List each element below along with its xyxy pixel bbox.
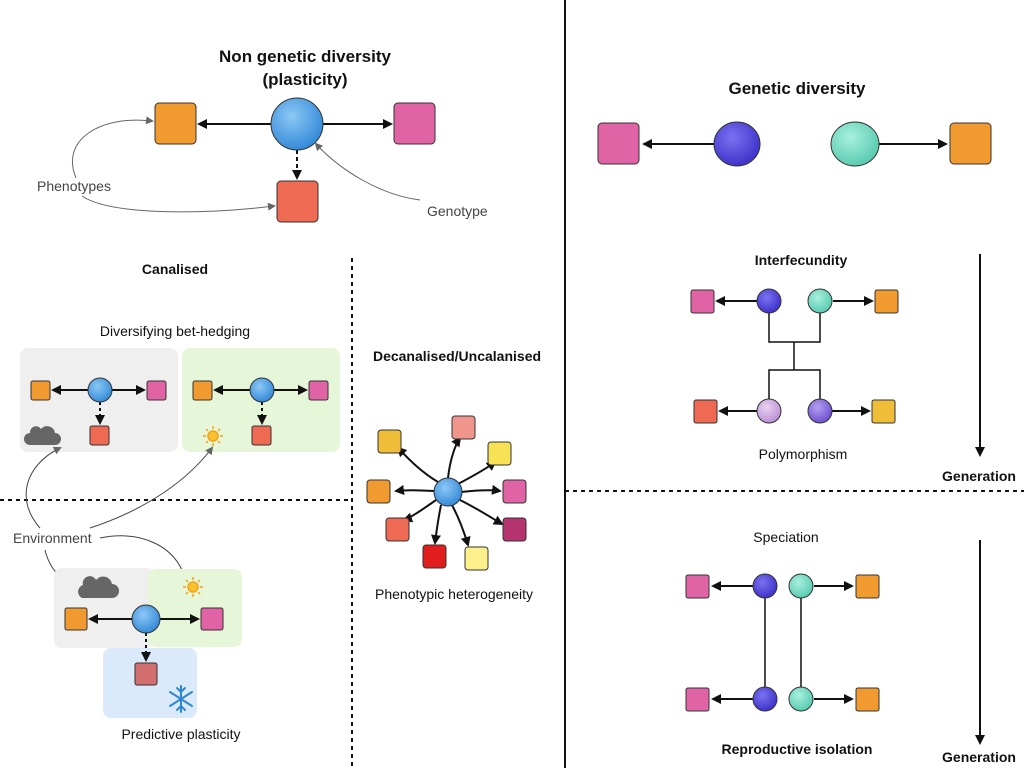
reproductive-isolation-label: Reproductive isolation	[722, 741, 873, 757]
phenotype-orange-square	[154, 102, 197, 145]
green-orange-square	[192, 380, 213, 401]
canalised-title: Canalised	[142, 261, 208, 277]
hetero-red-square	[422, 544, 447, 569]
green-genotype-circle	[249, 377, 275, 403]
polymorphism-label: Polymorphism	[759, 446, 848, 462]
speciation-indigo-circle-top	[752, 573, 778, 599]
grey-pink-square	[146, 380, 167, 401]
speciation-orange-square-top	[855, 574, 880, 599]
hetero-salmon-square	[385, 517, 410, 542]
hetero-pink-square	[502, 479, 527, 504]
interfecundity-teal-circle	[807, 288, 833, 314]
generation-label-2: Generation	[942, 749, 1016, 765]
green-pink-square	[308, 380, 329, 401]
interfecundity-title: Interfecundity	[755, 252, 848, 268]
speciation-indigo-circle-bottom	[752, 686, 778, 712]
interfecundity-indigo-circle	[756, 288, 782, 314]
sun-icon	[203, 426, 223, 446]
predictive-plasticity-label: Predictive plasticity	[121, 726, 240, 742]
green-salmon-square	[251, 425, 272, 446]
phenotypic-heterogeneity-label: Phenotypic heterogeneity	[375, 586, 533, 602]
non-genetic-title-line2: (plasticity)	[262, 70, 347, 89]
offspring-lilac-circle	[756, 398, 782, 424]
env-curve-to-cloud	[25, 447, 62, 529]
phenotype-pink-square	[393, 102, 436, 145]
bet-hedging-label: Diversifying bet-hedging	[100, 323, 250, 339]
offspring-salmon-square	[693, 399, 718, 424]
env-curve-to-sun	[89, 446, 214, 529]
predictive-green-panel	[148, 569, 242, 647]
genetic-diversity-title: Genetic diversity	[728, 79, 866, 98]
speciation-pink-square-top	[685, 574, 710, 599]
canalised-section: Canalised Diversifying bet-hedging Envir…	[13, 261, 340, 742]
non-genetic-title-line1: Non genetic diversity	[219, 47, 391, 66]
snowflake-icon	[169, 685, 193, 713]
phenotypes-curve-lower	[81, 195, 276, 213]
genetic-diversity-section: Genetic diversity Interfecundity Polymor…	[597, 79, 1016, 484]
genetic-pink-square	[597, 122, 640, 165]
hetero-orange-square	[366, 479, 391, 504]
speciation-teal-circle-top	[788, 573, 814, 599]
speciation-teal-circle-bottom	[788, 686, 814, 712]
generation-label-1: Generation	[942, 468, 1016, 484]
speciation-section: Speciation Reproductive isolation Genera…	[685, 529, 1016, 765]
phenotypes-curve-upper	[71, 116, 154, 179]
predictive-orange-square	[64, 607, 88, 631]
offspring-gold-square	[871, 399, 896, 424]
speciation-pink-square-bottom	[685, 687, 710, 712]
genetic-indigo-circle	[713, 121, 761, 167]
genetic-orange-square	[949, 122, 992, 165]
decanalised-section: Decanalised/Uncalanised Phenotypic heter…	[366, 348, 541, 602]
genotype-curve	[314, 142, 421, 201]
grey-genotype-circle	[87, 377, 113, 403]
predictive-pink-square	[200, 607, 224, 631]
predictive-genotype-circle	[131, 604, 161, 634]
speciation-orange-square-bottom	[855, 687, 880, 712]
env-curve-to-lower-sun	[99, 535, 188, 580]
genotype-label: Genotype	[427, 203, 488, 219]
speciation-label: Speciation	[753, 529, 818, 545]
hetero-plum-square	[502, 517, 527, 542]
genetic-teal-circle	[830, 121, 880, 167]
hetero-rose-square	[451, 415, 476, 440]
genotype-circle	[270, 97, 324, 151]
hetero-lightyellow-square	[464, 546, 489, 571]
hetero-gold-square	[377, 429, 402, 454]
lower-sun-icon	[183, 577, 203, 597]
grey-orange-square	[30, 380, 51, 401]
non-genetic-diversity-section: Non genetic diversity (plasticity) Pheno…	[37, 47, 488, 223]
predictive-dusty-square	[134, 662, 158, 686]
cloud-icon	[24, 426, 61, 445]
grey-salmon-square	[89, 425, 110, 446]
environment-label: Environment	[13, 530, 92, 546]
phenotype-salmon-square	[276, 180, 319, 223]
interfecundity-orange-square	[874, 289, 899, 314]
lower-cloud-icon	[78, 576, 119, 598]
hetero-genotype-circle	[433, 477, 463, 507]
phenotypes-label: Phenotypes	[37, 178, 111, 194]
interfecundity-pink-square	[690, 289, 715, 314]
offspring-violet-circle	[807, 398, 833, 424]
hetero-yellow-square	[487, 441, 512, 466]
decanalised-title: Decanalised/Uncalanised	[373, 348, 541, 364]
